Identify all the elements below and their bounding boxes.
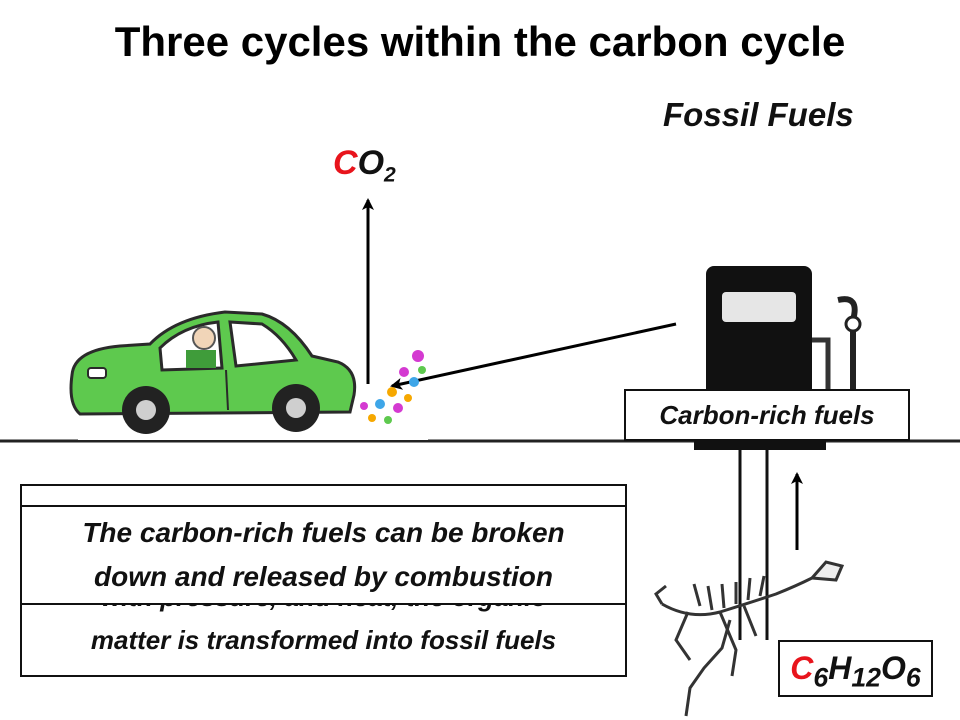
dinosaur-skeleton-icon <box>654 560 845 717</box>
slide-title: Three cycles within the carbon cycle <box>114 18 846 65</box>
fuel-pipe <box>738 450 769 640</box>
slide-subtitle: Fossil Fuels <box>663 96 854 133</box>
combustion-line-1: The carbon-rich fuels can be broken <box>82 517 565 548</box>
fossil-formation-line-2: matter is transformed into fossil fuels <box>90 625 557 655</box>
co2-oxygen: O <box>357 144 385 182</box>
combustion-line-2: down and released by combustion <box>94 561 553 592</box>
car-icon <box>69 310 428 440</box>
glucose-label: C6H12O6 <box>778 640 933 697</box>
glucose-carbon: C <box>790 650 814 686</box>
combustion-text-box: The carbon-rich fuels can be broken down… <box>20 505 627 605</box>
exhaust-flowers-icon <box>360 350 426 424</box>
glucose-carbon-sub: 6 <box>813 662 829 693</box>
glucose-oxygen-sub: 6 <box>905 662 921 693</box>
co2-subscript: 2 <box>384 163 396 187</box>
glucose-hydrogen-sub: 12 <box>851 662 881 693</box>
carbon-rich-fuels-label: Carbon-rich fuels <box>624 389 910 441</box>
glucose-oxygen: O <box>880 650 906 686</box>
co2-label: CO2 <box>333 144 396 187</box>
fuel-to-car-arrow <box>390 322 677 390</box>
co2-carbon: C <box>333 144 358 182</box>
fuel-pump-icon <box>694 266 862 450</box>
glucose-hydrogen: H <box>828 650 852 686</box>
